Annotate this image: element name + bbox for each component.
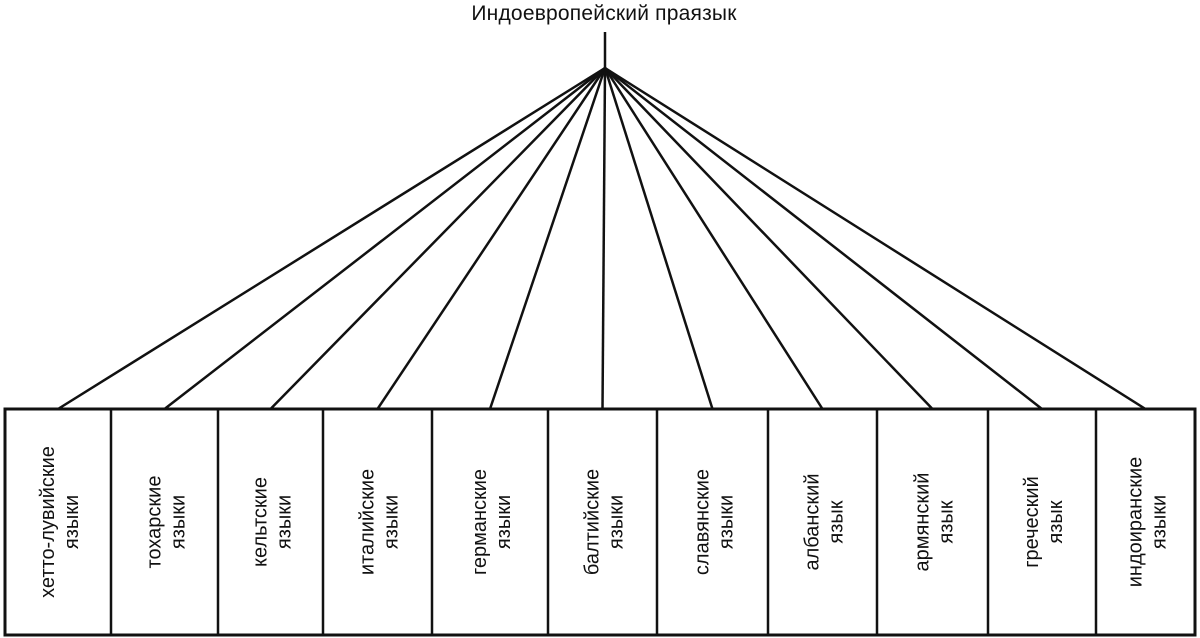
branch-label-line2: языки xyxy=(606,495,628,549)
branch-label-line2: языки xyxy=(274,495,296,549)
branch-label-line2: язык xyxy=(936,500,958,543)
branch-label-line1: хетто-лувийские xyxy=(37,446,59,598)
branch-label-line2: языки xyxy=(61,495,83,549)
branch-label-line2: языки xyxy=(493,495,515,549)
tree-edges xyxy=(57,66,1147,411)
branch-label-line1: италийские xyxy=(357,469,379,575)
branch-label-line1: балтийские xyxy=(582,469,604,575)
branch-label-line1: тохарские xyxy=(144,476,166,569)
edge-line xyxy=(376,67,607,410)
root-node-label: Индоевропейский праязык xyxy=(471,2,737,25)
edge-line xyxy=(604,67,934,410)
branch-label-line1: германские xyxy=(469,469,491,575)
edge-line xyxy=(601,67,607,410)
edge-line xyxy=(488,67,607,410)
branch-label-line1: индоиранские xyxy=(1125,457,1147,588)
branch-label-line2: язык xyxy=(826,500,848,543)
branch-label-line1: кельтские xyxy=(250,477,272,567)
branch-label-line2: языки xyxy=(168,495,190,549)
branch-label-line2: язык xyxy=(1045,500,1067,543)
edge-line xyxy=(604,67,1043,410)
branch-label-line1: греческий xyxy=(1021,476,1043,568)
edge-line xyxy=(269,67,606,410)
branch-label-line1: армянский xyxy=(912,473,934,572)
branch-label-line2: языки xyxy=(716,495,738,549)
branch-label-line2: языки xyxy=(1149,495,1171,549)
branch-label-line1: славянские xyxy=(692,469,714,575)
edge-line xyxy=(604,66,1147,411)
branches-outer-frame xyxy=(3,407,1197,637)
edge-line xyxy=(57,66,606,411)
branch-label-line1: албанский xyxy=(802,473,824,570)
branch-label-line2: языки xyxy=(381,495,403,549)
edge-line xyxy=(163,67,606,410)
edge-line xyxy=(603,67,714,410)
edge-line xyxy=(603,67,824,410)
